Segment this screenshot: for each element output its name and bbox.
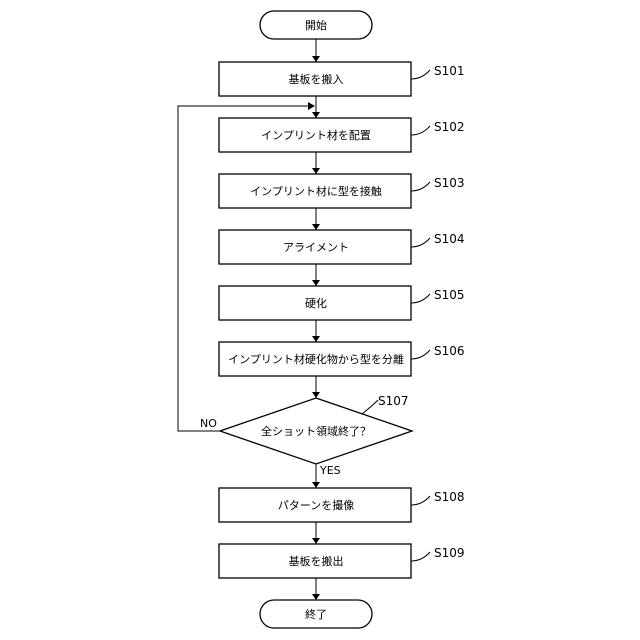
no-branch-label: NO (200, 417, 217, 430)
label-leader (411, 126, 430, 135)
arrowhead (312, 112, 320, 118)
arrowhead (312, 392, 320, 398)
label-leader (411, 70, 430, 79)
step-label-s109: S109 (434, 546, 465, 560)
start-text: 開始 (305, 18, 327, 32)
step-text-s102: インプリント材を配置 (261, 128, 371, 142)
step-text-s109: 基板を搬出 (289, 554, 344, 568)
step-label-s101: S101 (434, 64, 465, 78)
step-text-s104: アライメント (283, 241, 349, 254)
arrowhead (312, 224, 320, 230)
step-label-s106: S106 (434, 344, 465, 358)
step-label-s108: S108 (434, 490, 465, 504)
no-loop-line (178, 106, 308, 431)
label-leader (411, 238, 430, 247)
step-text-s101: 基板を搬入 (289, 72, 344, 86)
step-label-s105: S105 (434, 288, 465, 302)
label-leader (411, 350, 430, 359)
step-text-s103: インプリント材に型を接触 (250, 184, 382, 198)
arrowhead (312, 538, 320, 544)
label-leader (411, 294, 430, 303)
step-label-s102: S102 (434, 120, 465, 134)
arrowhead (312, 56, 320, 62)
step-label-s104: S104 (434, 232, 465, 246)
label-leader (411, 496, 430, 505)
step-label-s103: S103 (434, 176, 465, 190)
yes-branch-label: YES (319, 464, 341, 477)
label-leader (411, 552, 430, 561)
label-leader (362, 400, 378, 414)
arrowhead (312, 482, 320, 488)
step-text-s105: 硬化 (305, 296, 327, 310)
arrowhead (312, 336, 320, 342)
step-text-s106: インプリント材硬化物から型を分離 (228, 352, 404, 366)
step-text-s108: パターンを撮像 (278, 498, 354, 512)
end-text: 終了 (305, 607, 327, 621)
arrowhead (308, 102, 315, 110)
label-leader (411, 182, 430, 191)
decision-label-s107: S107 (378, 394, 409, 408)
arrowhead (312, 594, 320, 600)
decision-text: 全ショット領域終了？ (261, 424, 371, 438)
arrowhead (312, 280, 320, 286)
arrowhead (312, 168, 320, 174)
